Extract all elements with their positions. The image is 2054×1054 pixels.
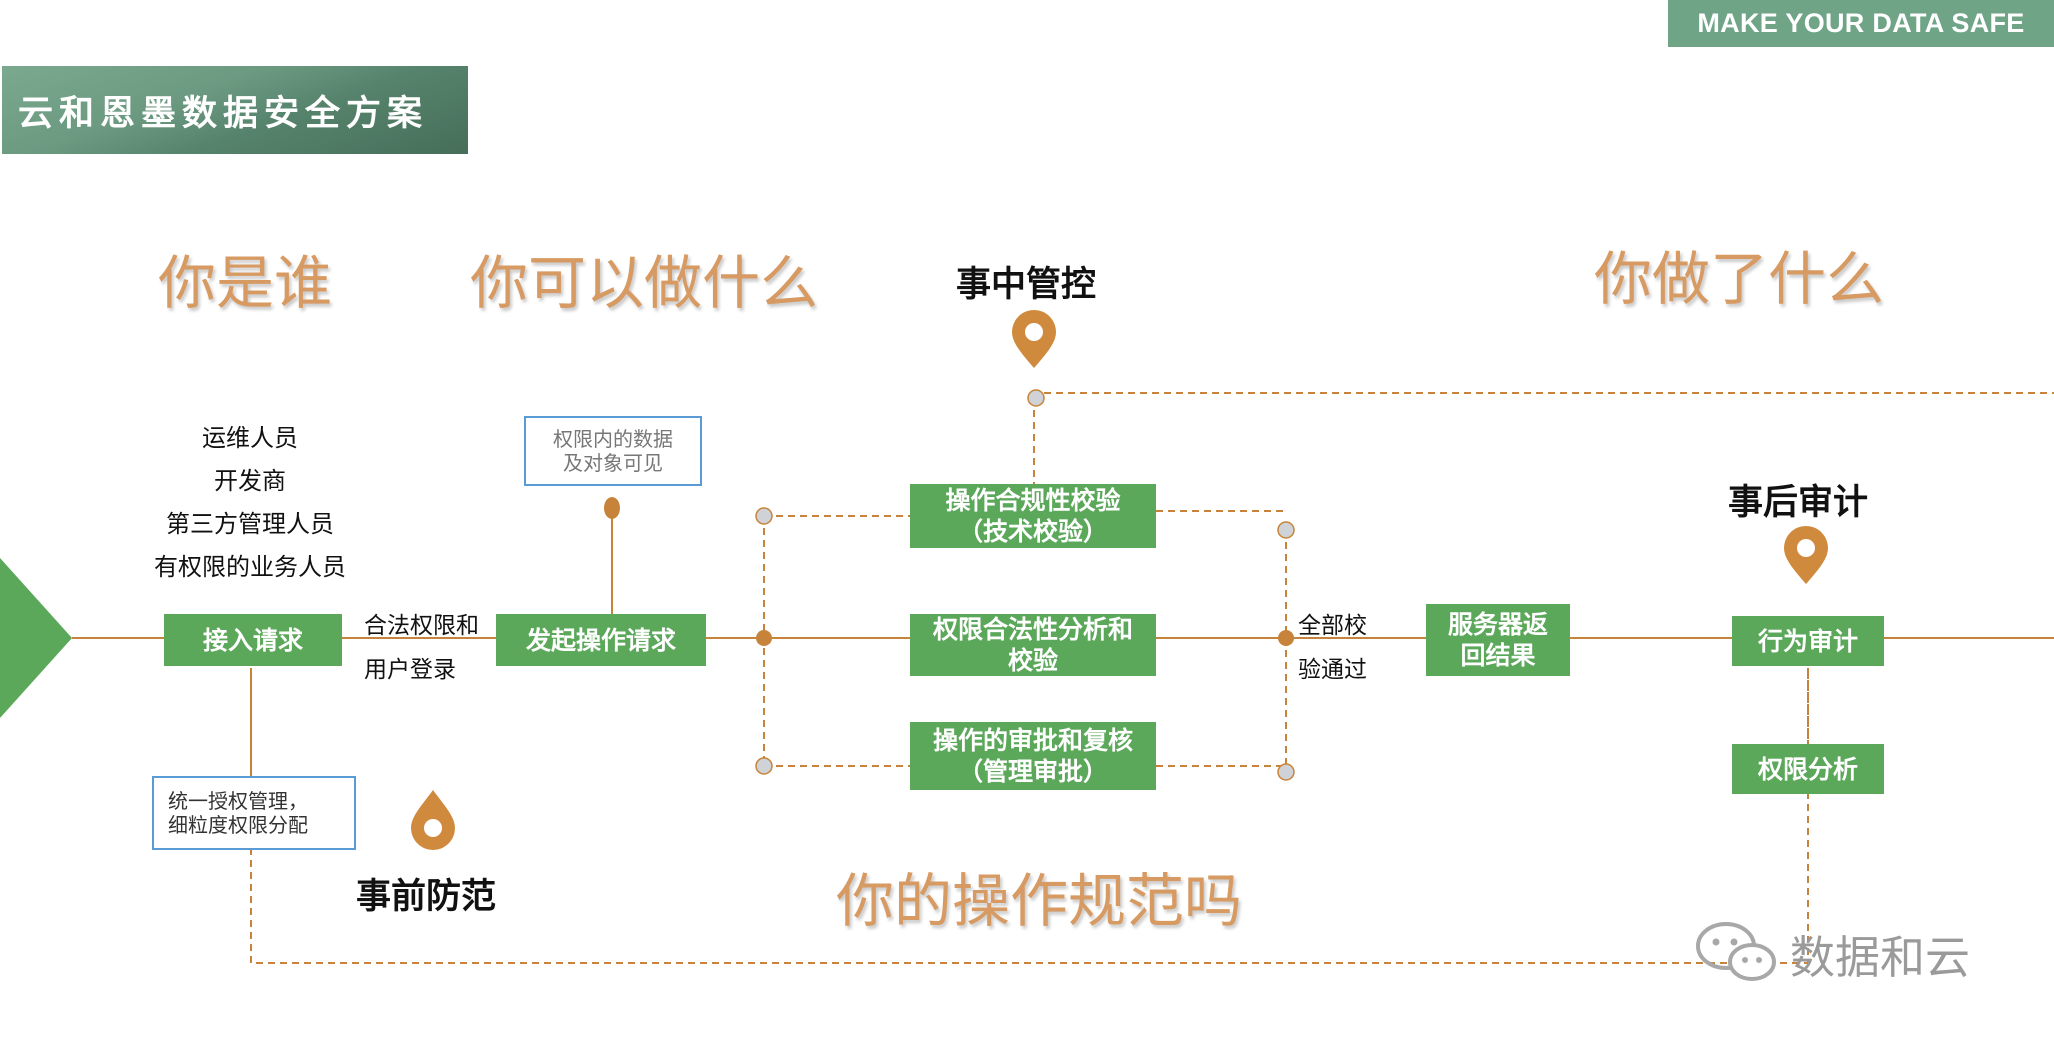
note-unified-auth: 统一授权管理， 细粒度权限分配 bbox=[152, 776, 356, 850]
pin-icon-during bbox=[1012, 310, 1056, 368]
edge-label-passed-2: 验通过 bbox=[1298, 657, 1367, 683]
node-line: 操作的审批和复核 bbox=[932, 726, 1133, 755]
node-permission-check: 权限合法性分析和 校验 bbox=[910, 614, 1156, 676]
node-line: （技术校验） bbox=[957, 517, 1108, 546]
slogan-banner: MAKE YOUR DATA SAFE bbox=[1668, 0, 2054, 47]
drop-icon-before bbox=[411, 790, 455, 850]
question-what-can: 你可以做什么 bbox=[470, 249, 819, 317]
note-line: 及对象可见 bbox=[563, 451, 663, 475]
wechat-icon bbox=[1696, 922, 1776, 981]
junction-dot bbox=[1278, 630, 1294, 646]
edge-label-login-1: 合法权限和 bbox=[364, 613, 479, 639]
note-line: 统一授权管理， bbox=[168, 789, 308, 813]
watermark-text: 数据和云 bbox=[1790, 930, 1971, 984]
node-initiate-request: 发起操作请求 bbox=[496, 614, 706, 666]
role-item: 开发商 bbox=[214, 467, 286, 495]
edge-label-passed-1: 全部校 bbox=[1298, 613, 1367, 639]
role-item: 运维人员 bbox=[202, 424, 298, 452]
phase-after: 事后审计 bbox=[1728, 483, 1869, 523]
node-line: 校验 bbox=[1007, 646, 1058, 675]
phase-before: 事前防范 bbox=[356, 877, 497, 917]
node-line: 回结果 bbox=[1460, 641, 1536, 670]
node-server-result: 服务器返 回结果 bbox=[1426, 604, 1570, 676]
note-visible-objects: 权限内的数据 及对象可见 bbox=[524, 416, 702, 486]
node-approval: 操作的审批和复核 （管理审批） bbox=[910, 722, 1156, 790]
node-behavior-audit: 行为审计 bbox=[1732, 616, 1884, 666]
note-line: 权限内的数据 bbox=[553, 427, 673, 451]
node-permission-analysis: 权限分析 bbox=[1732, 744, 1884, 794]
edge-label-login-2: 用户登录 bbox=[364, 657, 456, 683]
node-line: （管理审批） bbox=[957, 757, 1108, 786]
watermark: 数据和云 bbox=[1694, 918, 1970, 988]
role-item: 第三方管理人员 bbox=[166, 510, 334, 538]
junction-dot bbox=[756, 630, 772, 646]
node-line: 操作合规性校验 bbox=[945, 486, 1121, 515]
node-line: 服务器返 bbox=[1447, 610, 1548, 639]
question-what-did: 你做了什么 bbox=[1594, 245, 1885, 313]
question-who: 你是谁 bbox=[158, 249, 333, 317]
node-access-request: 接入请求 bbox=[164, 614, 342, 666]
note-line: 细粒度权限分配 bbox=[168, 813, 308, 837]
role-item: 有权限的业务人员 bbox=[154, 553, 346, 581]
page-title: 云和恩墨数据安全方案 bbox=[2, 66, 468, 154]
pin-icon-after bbox=[1784, 526, 1828, 584]
role-list: 运维人员 开发商 第三方管理人员 有权限的业务人员 bbox=[130, 417, 370, 589]
phase-during: 事中管控 bbox=[956, 265, 1097, 305]
node-line: 权限合法性分析和 bbox=[932, 615, 1133, 644]
question-compliant: 你的操作规范吗 bbox=[836, 867, 1243, 935]
entry-arrow bbox=[0, 558, 72, 718]
node-compliance-check: 操作合规性校验 （技术校验） bbox=[910, 484, 1156, 548]
